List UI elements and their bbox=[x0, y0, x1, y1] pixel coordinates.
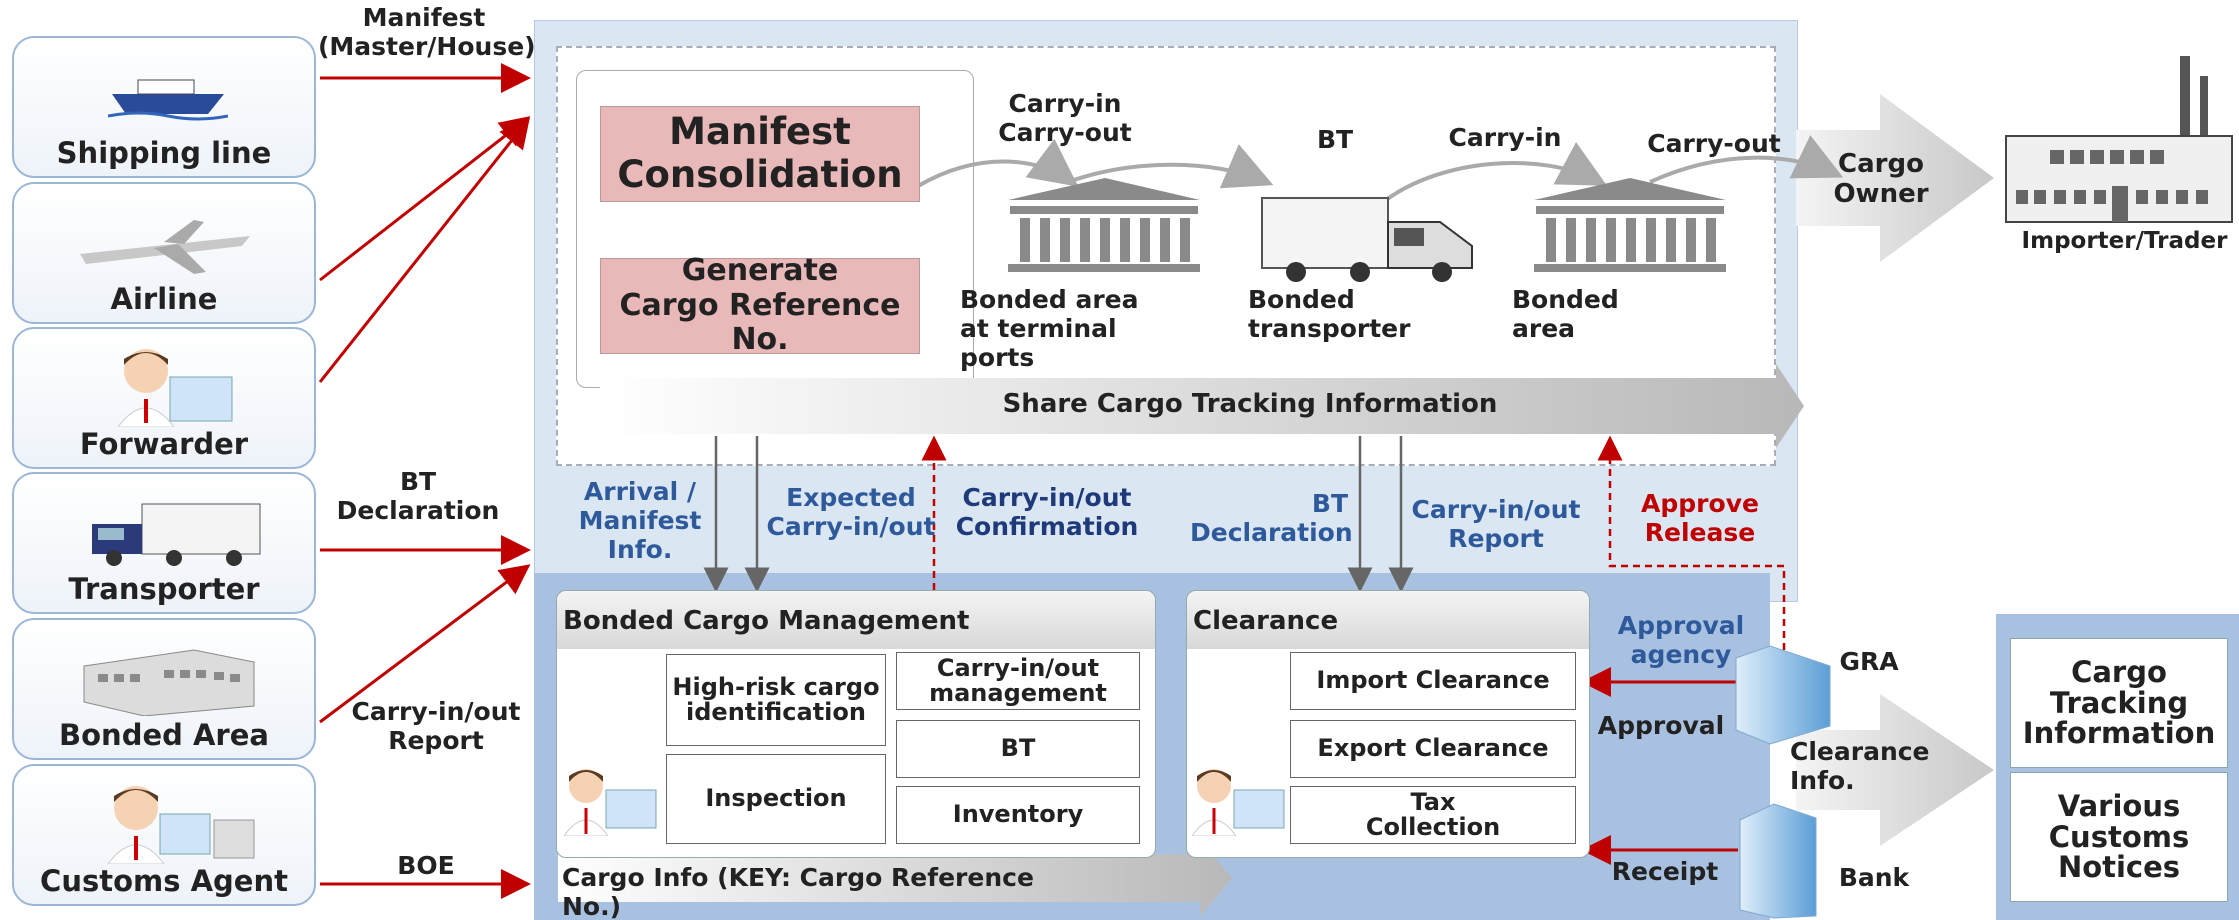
label-carry-confirmation: Carry-in/out Confirmation bbox=[955, 483, 1139, 541]
actor-transporter: Transporter bbox=[12, 472, 316, 614]
cargo-owner-arrow bbox=[1796, 94, 1994, 262]
actor-label: Customs Agent bbox=[40, 864, 288, 898]
gra-building-icon bbox=[1735, 645, 1831, 745]
label-carry-in-carry-out: Carry-in Carry-out bbox=[998, 89, 1132, 147]
label-carry-in: Carry-in bbox=[1448, 123, 1562, 152]
label-carry-report-mid: Carry-in/out Report bbox=[1411, 495, 1581, 553]
label-expected-carry: Expected Carry-in/out bbox=[766, 483, 936, 541]
label-gra: GRA bbox=[1839, 647, 1899, 676]
inspection-cell: Inspection bbox=[666, 754, 886, 844]
clearance-info-arrow bbox=[1796, 694, 1994, 846]
actor-forwarder: Forwarder bbox=[12, 327, 316, 469]
inventory-cell: Inventory bbox=[896, 786, 1140, 844]
label-approval-agency: Approval agency bbox=[1617, 611, 1745, 669]
actor-label: Forwarder bbox=[79, 427, 249, 461]
label-bt-declaration-mid: BT Declaration bbox=[1190, 489, 1353, 547]
import-clearance-cell: Import Clearance bbox=[1290, 652, 1576, 710]
warehouse-building-icon bbox=[74, 636, 264, 717]
truck-icon bbox=[84, 500, 264, 568]
actor-airline: Airline bbox=[12, 182, 316, 324]
bonded-area-terminal-icon bbox=[1008, 178, 1200, 272]
clearance-officer-person-icon bbox=[1190, 764, 1290, 837]
actor-customs-agent: Customs Agent bbox=[12, 764, 316, 906]
label-receipt: Receipt bbox=[1611, 857, 1719, 886]
officer-person-icon bbox=[562, 764, 662, 837]
actor-label: Shipping line bbox=[56, 136, 272, 170]
manifest-consolidation-box: Manifest Consolidation bbox=[600, 106, 920, 202]
label-share-tracking: Share Cargo Tracking Information bbox=[1002, 389, 1498, 419]
label-manifest: Manifest (Master/House) bbox=[318, 3, 536, 61]
label-cargo-owner: Cargo Owner bbox=[1833, 149, 1929, 209]
importer-factory-icon bbox=[2005, 56, 2233, 223]
airplane-icon bbox=[74, 214, 254, 278]
person-computer-icon bbox=[100, 780, 260, 865]
label-bt-declaration-left: BT Declaration bbox=[336, 467, 500, 525]
label-bonded-transporter: Bonded transporter bbox=[1248, 285, 1411, 343]
label-carry-out: Carry-out bbox=[1647, 129, 1781, 158]
carry-management-cell: Carry-in/out management bbox=[896, 652, 1140, 710]
label-boe: BOE bbox=[397, 851, 455, 880]
bank-building-icon bbox=[1739, 803, 1817, 919]
actor-label: Airline bbox=[110, 282, 218, 316]
various-customs-notices-box: Various Customs Notices bbox=[2010, 772, 2228, 902]
bt-cell: BT bbox=[896, 720, 1140, 778]
export-clearance-cell: Export Clearance bbox=[1290, 720, 1576, 778]
label-approval: Approval bbox=[1597, 711, 1725, 740]
label-arrival-manifest: Arrival / Manifest Info. bbox=[578, 477, 702, 564]
clearance-title: Clearance bbox=[1187, 591, 1589, 649]
label-clearance-info: Clearance Info. bbox=[1790, 737, 1930, 795]
label-bonded-area-terminal: Bonded area at terminal ports bbox=[960, 285, 1139, 372]
actor-bonded-area: Bonded Area bbox=[12, 618, 316, 760]
bonded-transporter-truck-icon bbox=[1261, 197, 1473, 282]
label-bank: Bank bbox=[1838, 863, 1910, 892]
person-computer-icon bbox=[110, 343, 240, 428]
label-bt-top: BT bbox=[1316, 125, 1354, 154]
label-approve-release: Approve Release bbox=[1641, 489, 1759, 547]
cargo-tracking-information-box: Cargo Tracking Information bbox=[2010, 638, 2228, 768]
left-red-arrows bbox=[318, 63, 531, 899]
generate-crn-box: Generate Cargo Reference No. bbox=[600, 254, 920, 357]
actor-label: Transporter bbox=[68, 572, 260, 606]
label-bonded-area: Bonded area bbox=[1512, 285, 1619, 343]
actor-shipping-line: Shipping line bbox=[12, 36, 316, 178]
label-carry-report-left: Carry-in/out Report bbox=[351, 697, 521, 755]
high-risk-cargo-cell: High-risk cargo identification bbox=[666, 654, 886, 746]
ship-icon bbox=[107, 66, 229, 122]
tax-collection-cell: Tax Collection bbox=[1290, 786, 1576, 844]
share-tracking-arrow bbox=[600, 364, 1804, 448]
bonded-cargo-management-title: Bonded Cargo Management bbox=[557, 591, 1155, 649]
actor-label: Bonded Area bbox=[59, 718, 269, 752]
label-importer-trader: Importer/Trader bbox=[2021, 228, 2228, 254]
cargo-info-arrow bbox=[558, 840, 1232, 916]
label-cargo-info-key: Cargo Info (KEY: Cargo Reference No.) bbox=[562, 863, 1034, 920]
bonded-area-icon bbox=[1534, 178, 1726, 272]
